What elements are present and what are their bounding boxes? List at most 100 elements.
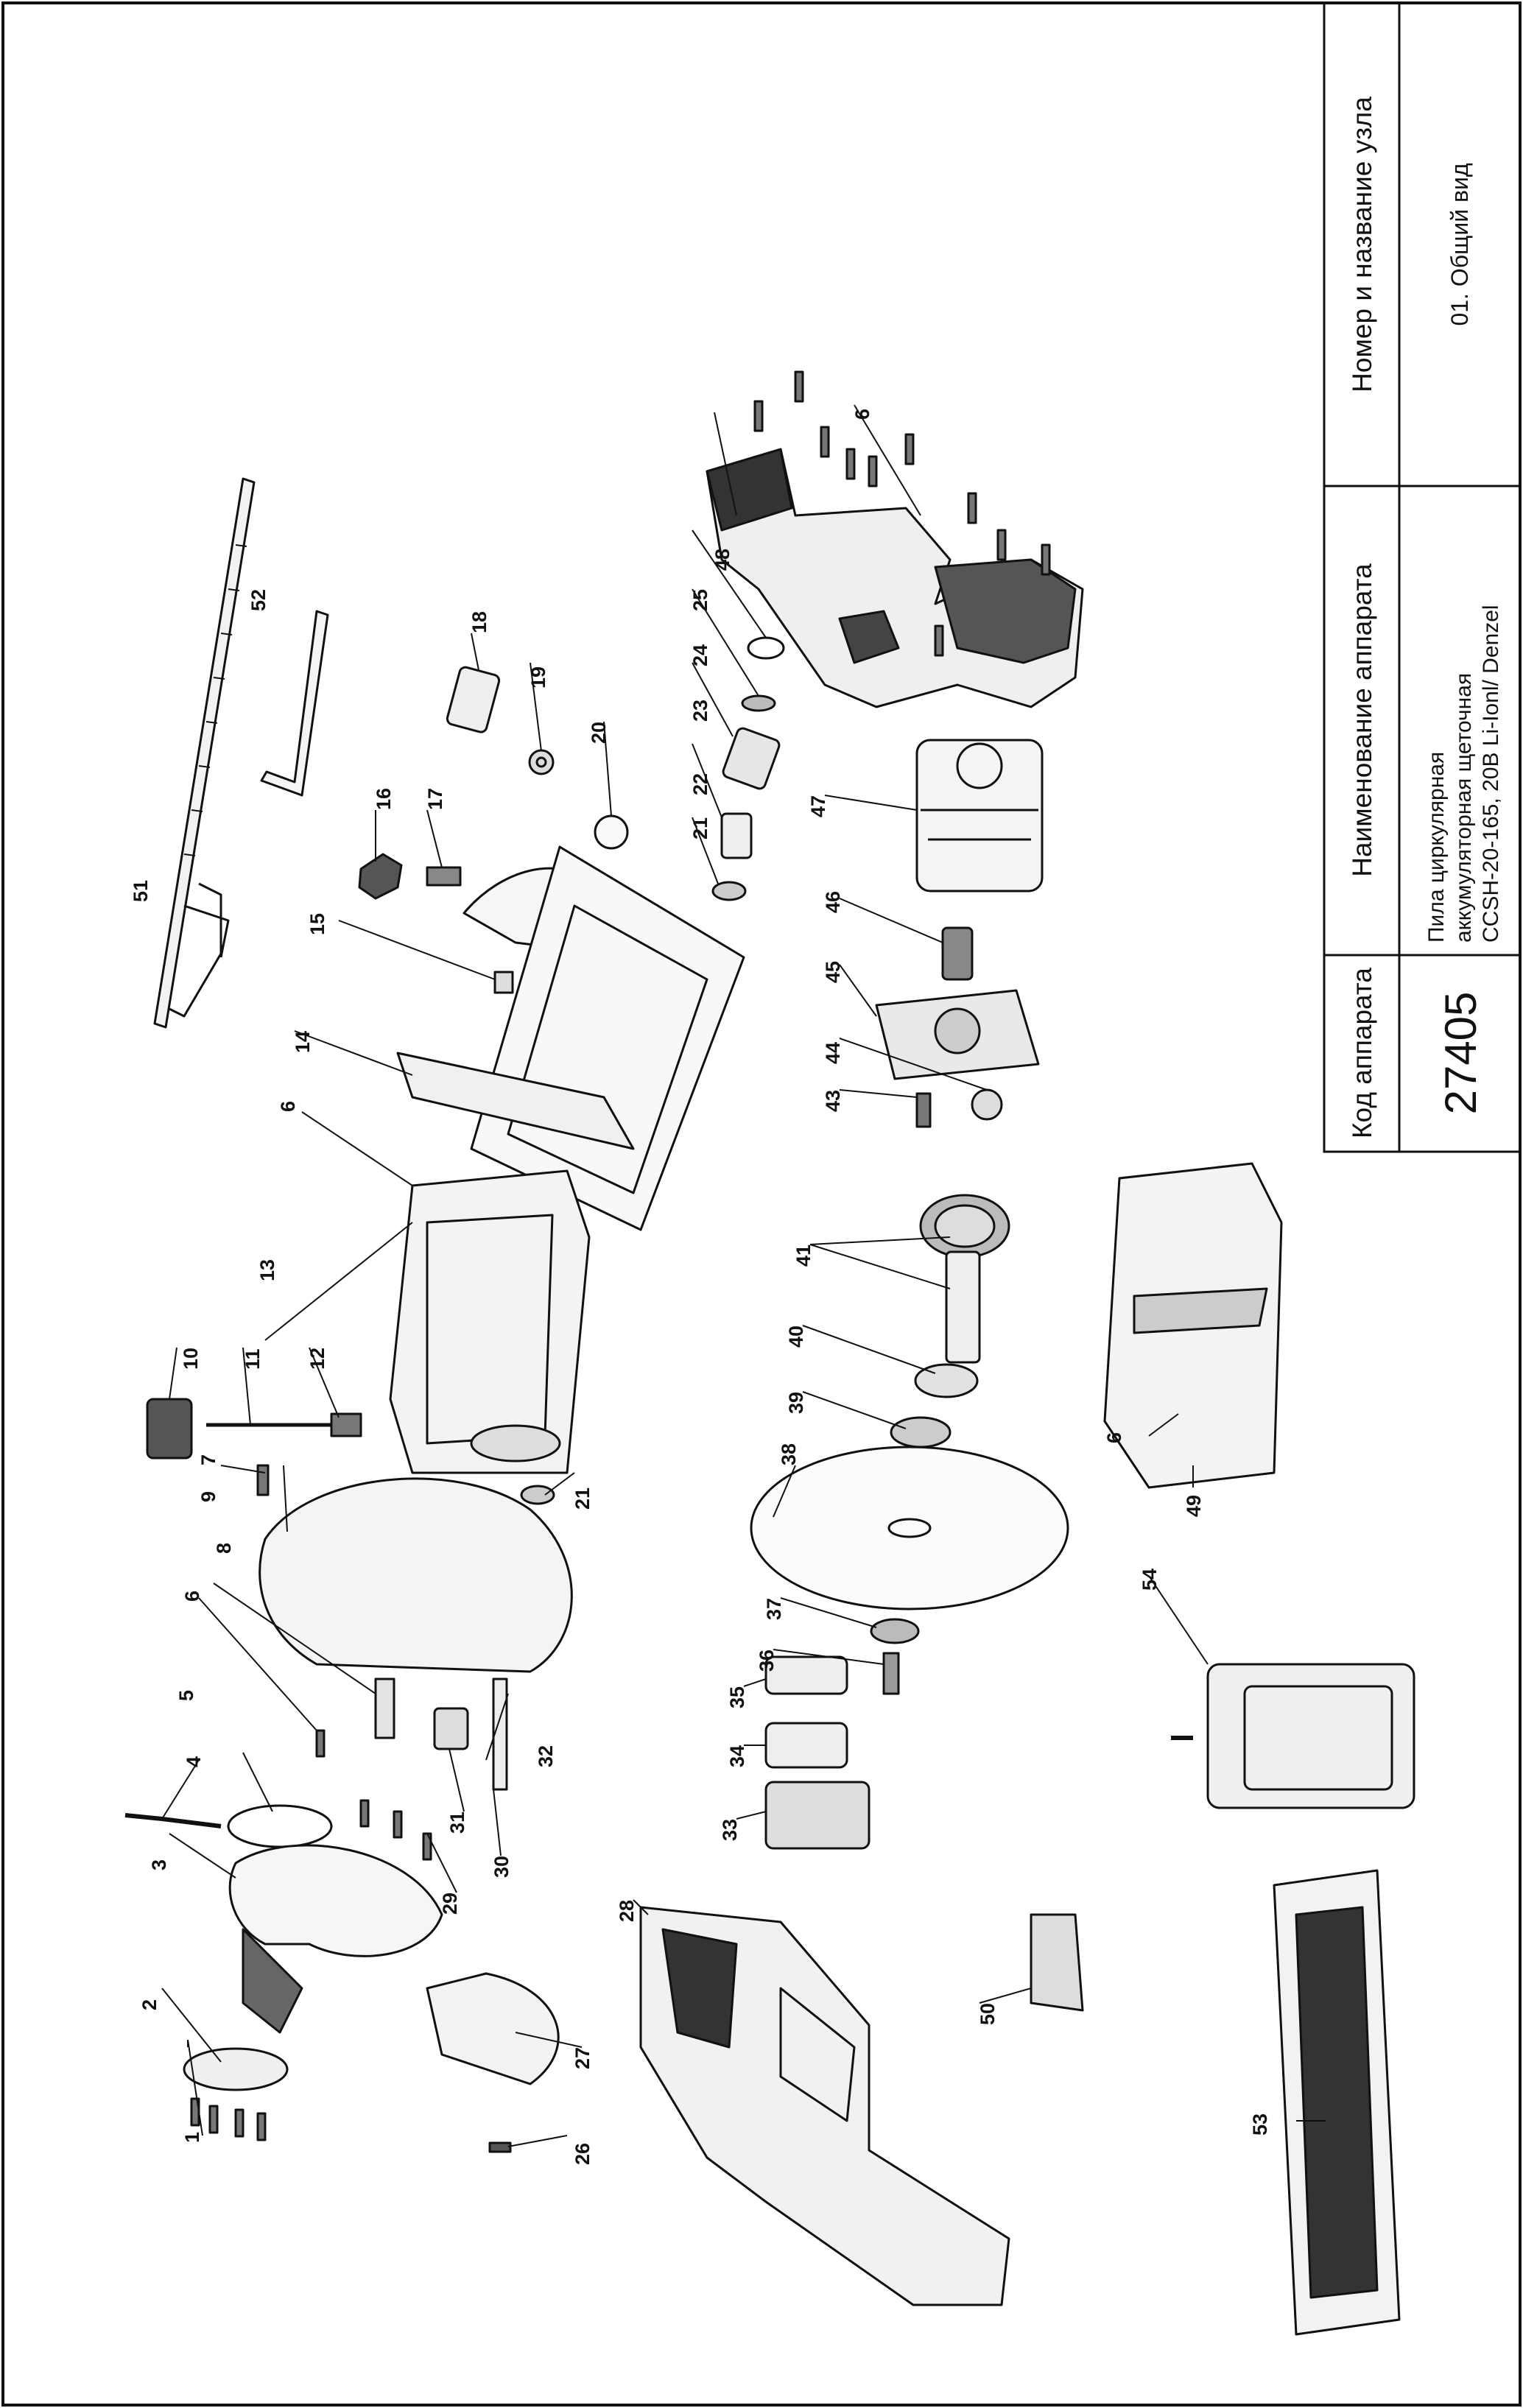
part-label-34: 34 [726,1745,748,1767]
spindle-gear-41-part [919,1194,1010,1364]
part-label-23: 23 [689,700,711,722]
part-label-30: 30 [490,1856,513,1878]
rip-fence-part [153,477,256,1029]
title-col-name-header: Наименование аппарата [1347,563,1377,877]
handle-28-part [639,1906,1010,2306]
part-label-50: 50 [977,2003,999,2025]
part-label-22: 22 [689,773,711,795]
part-label-21b: 21 [689,817,711,839]
part-label-16: 16 [373,788,395,810]
part-label-35: 35 [726,1686,748,1708]
part-label-49: 49 [1183,1495,1205,1517]
flange-39-part [890,1416,952,1448]
motor-47-part [915,739,1044,893]
knob-16-part [358,853,403,900]
spacer-31-part [433,1707,469,1750]
part-label-8: 8 [213,1543,235,1554]
part-label-12: 12 [306,1348,328,1370]
battery-housing-49-part [1103,1162,1283,1489]
part-label-6c: 6 [851,409,873,420]
switch-33-part [764,1781,870,1850]
title-col-name-line3: CCSH-20-165, 20B Li-Ionl/ Denzel [1479,605,1503,943]
pivot-7-part [374,1677,395,1739]
part-label-15: 15 [306,913,328,935]
spring-17-part [426,866,462,887]
part-label-17: 17 [424,788,446,810]
part-label-48: 48 [711,549,734,571]
part-label-14: 14 [292,1031,314,1053]
part-label-46: 46 [822,891,844,913]
part-label-36: 36 [756,1650,778,1672]
ring-5-part [227,1804,333,1848]
lower-guard-3-part [228,1844,443,1957]
part-label-32: 32 [535,1745,557,1767]
title-col-code-header: Код аппарата [1347,968,1377,1138]
ball-20-part [594,814,629,850]
bolt-36-part [882,1652,900,1695]
part-label-33: 33 [719,1819,741,1841]
part-label-13: 13 [256,1259,278,1281]
title-block [1323,1,1522,1153]
part-label-6d: 6 [1103,1432,1125,1443]
clamp-block-part [446,666,501,733]
part-label-25: 25 [689,589,711,611]
lock-34-part [764,1722,848,1769]
part-label-52: 52 [247,589,270,611]
part-label-3: 3 [148,1859,170,1870]
part-label-19: 19 [527,666,549,689]
spring-12-part [330,1412,362,1437]
part-label-45: 45 [822,961,844,983]
washer-19-part [528,749,555,775]
part-label-29: 29 [439,1893,461,1915]
bearing-21a-part [520,1485,555,1505]
part-label-11: 11 [242,1348,264,1370]
part-label-26: 26 [571,2143,594,2165]
part-label-28: 28 [616,1900,638,1922]
part-label-6b: 6 [277,1101,299,1112]
part-label-1: 1 [181,2132,203,2143]
bearing-40-part [914,1363,979,1398]
title-col-node-header: Номер и название узла [1347,96,1377,392]
part-label-51: 51 [130,880,152,902]
part-label-24: 24 [689,644,711,666]
title-col-name-line2: аккумуляторная щеточная [1452,673,1476,943]
bearing-44-part [971,1088,1003,1121]
screw-43-part [915,1092,932,1128]
part-label-41: 41 [792,1245,815,1267]
pinion-46-part [941,926,974,981]
housing-screws [753,370,1051,657]
hex-key-part [260,610,329,797]
part-label-2: 2 [138,1999,161,2010]
part-label-20: 20 [588,722,610,744]
part-label-31: 31 [446,1812,468,1834]
part-label-6a: 6 [181,1591,203,1602]
blade-guard-8-part [258,1477,573,1673]
spring-4-part [124,1813,222,1828]
screws-6-left [315,1729,432,1861]
part-label-9: 9 [197,1491,219,1502]
part-label-39: 39 [785,1392,807,1414]
plate-2-part [183,2047,289,2091]
gearbox-housing-13-part [389,1169,591,1474]
screw-26-part [488,2141,512,2153]
part-number-labels: 1 2 3 4 5 6 7 8 9 10 11 12 13 6 14 15 16… [130,409,1271,2165]
lever-10-part [146,1398,193,1460]
screw-9-part [256,1464,270,1496]
part-label-54: 54 [1139,1569,1161,1591]
part-label-4: 4 [183,1756,205,1767]
callout-leaders [161,404,1326,2147]
charger-54-part [1171,1663,1415,1809]
part-label-18: 18 [468,611,490,633]
saw-blade-38-part [750,1446,1069,1610]
washer-24-part [741,694,776,712]
part-label-43: 43 [822,1090,844,1112]
title-col-name-line1: Пила циркулярная [1424,752,1449,943]
part-label-37: 37 [763,1598,785,1620]
screws-1-part [190,2097,267,2141]
part-label-53: 53 [1249,2113,1271,2136]
title-col-code-value: 27405 [1436,992,1485,1115]
part-label-44: 44 [822,1042,844,1064]
battery-53-part [1273,1869,1401,2336]
